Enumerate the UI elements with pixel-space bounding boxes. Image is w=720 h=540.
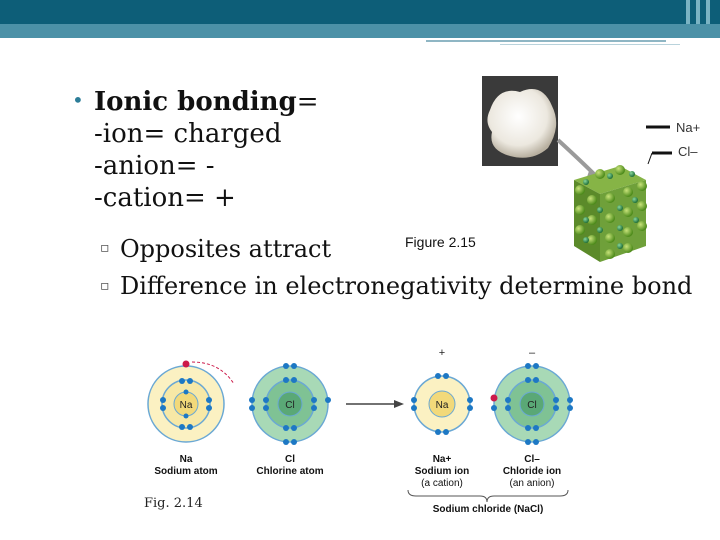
- na-nucleus-label: Na: [180, 400, 193, 411]
- salt-crystal-photo: [487, 89, 557, 158]
- header-accent: [696, 0, 700, 24]
- compound-bracket: [407, 489, 569, 503]
- divider-line: [426, 40, 666, 42]
- sodium-atom: Na: [147, 360, 225, 443]
- na-atom-name: Sodium atom: [154, 466, 217, 477]
- cl-nucleus-label: Cl: [285, 400, 294, 411]
- sodium-ion: + Na: [411, 347, 473, 435]
- cl-ion-note: (an anion): [509, 478, 554, 489]
- cl-ion-nucleus-label: Cl: [527, 400, 536, 411]
- transferred-electron: [490, 394, 498, 402]
- figure-214-caption: Fig. 2.14: [144, 496, 203, 511]
- header-bar: [0, 0, 720, 38]
- sub-bullet-icon: ▫: [100, 240, 110, 256]
- compound-label: Sodium chloride (NaCl): [433, 504, 544, 515]
- salt-crystal-figure: Na+ Cl–: [482, 76, 700, 262]
- sub-bullet-electronegativity: Difference in electronegativity determin…: [120, 272, 693, 300]
- divider-line: [500, 44, 680, 45]
- cl-ion-symbol: Cl–: [524, 454, 540, 465]
- main-bullet: Ionic bonding= -ion= charged -anion= - -…: [94, 86, 319, 214]
- equals-sign: =: [296, 87, 319, 117]
- positive-charge: +: [439, 347, 445, 359]
- figure-215-caption: Figure 2.15: [405, 234, 476, 250]
- na-ion-name: Sodium ion: [415, 466, 469, 477]
- header-bar-dark: [0, 0, 720, 24]
- chlorine-atom: Cl: [249, 363, 331, 445]
- ion-line: -ion= charged: [94, 119, 282, 149]
- negative-charge: –: [529, 347, 536, 359]
- na-ion-symbol: Na+: [433, 454, 452, 465]
- header-accent: [706, 0, 710, 24]
- na-ion-nucleus-label: Na: [436, 400, 449, 411]
- na-ion-note: (a cation): [421, 478, 463, 489]
- sub-bullet-opposites: Opposites attract: [120, 235, 332, 263]
- legend-cl-label: Cl–: [678, 144, 698, 159]
- anion-line: -anion= -: [94, 151, 215, 181]
- cation-line: -cation= +: [94, 183, 236, 213]
- nacl-lattice: [574, 165, 647, 262]
- sub-bullet-icon: ▫: [100, 278, 110, 294]
- bullet-icon: •: [72, 88, 84, 112]
- header-accent: [686, 0, 690, 24]
- cl-atom-symbol: Cl: [285, 454, 295, 465]
- electron-transfer-arrow: [191, 361, 235, 385]
- legend-na-label: Na+: [676, 120, 700, 135]
- reaction-arrowhead: [394, 400, 404, 408]
- na-atom-symbol: Na: [180, 454, 193, 465]
- ionic-bonding-line: Ionic bonding=: [94, 86, 319, 118]
- cl-atom-name: Chlorine atom: [256, 466, 323, 477]
- legend-cl-pointer: [647, 152, 653, 165]
- electron-transfer-figure: Na Cl + Na –: [147, 347, 573, 515]
- ionic-bonding-term: Ionic bonding: [94, 87, 297, 117]
- chloride-ion: – Cl: [490, 347, 573, 445]
- cl-ion-name: Chloride ion: [503, 466, 561, 477]
